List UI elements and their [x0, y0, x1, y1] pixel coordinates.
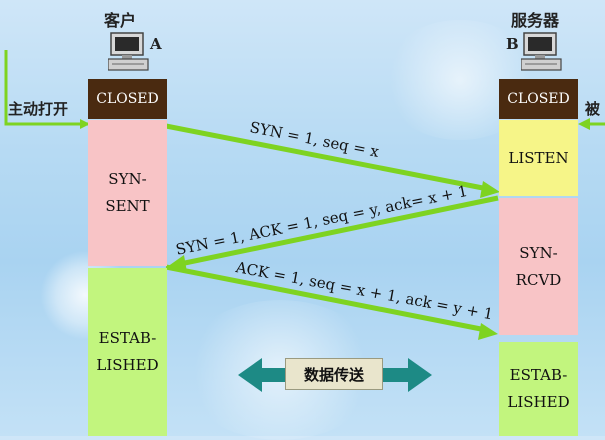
computer-icon	[108, 32, 149, 71]
computer-icon	[521, 32, 562, 71]
data-transfer-label: 数据传送	[285, 358, 383, 390]
server-syn-rcvd-line-1: SYN-	[519, 243, 558, 262]
active-open-label: 主动打开	[8, 100, 69, 118]
server-id-label: B	[506, 35, 519, 53]
transfer-arrow-right	[381, 358, 432, 392]
client-state-syn-sent: SYN- SENT	[88, 120, 167, 266]
server-state-closed-text: CLOSED	[507, 90, 570, 107]
ack-arrow	[165, 264, 487, 333]
server-established-line-1: ESTAB-	[509, 366, 568, 384]
syn-arrow	[165, 123, 489, 192]
client-state-closed: CLOSED	[88, 79, 167, 119]
server-title: 服务器	[511, 11, 560, 30]
server-state-established: ESTAB- LISHED	[499, 342, 578, 436]
server-state-syn-rcvd: SYN- RCVD	[499, 198, 578, 335]
ack-arrowhead	[478, 323, 498, 340]
client-state-closed-text: CLOSED	[96, 90, 159, 107]
client-id-label: A	[150, 35, 162, 53]
active-open-line	[4, 50, 90, 129]
client-established-line-1: ESTAB-	[98, 329, 157, 347]
server-state-listen: LISTEN	[499, 120, 578, 196]
client-syn-sent-line-1: SYN-	[108, 170, 147, 188]
server-state-listen-text: LISTEN	[508, 148, 569, 167]
client-title: 客户	[104, 11, 137, 30]
server-syn-rcvd-line-2: RCVD	[515, 270, 562, 289]
client-state-established: ESTAB- LISHED	[88, 268, 167, 436]
passive-open-arrowhead	[578, 118, 590, 130]
client-established-line-2: LISHED	[96, 356, 159, 374]
syn-ack-arrow	[179, 195, 499, 267]
server-established-line-2: LISHED	[507, 393, 570, 411]
syn-arrowhead	[480, 181, 500, 198]
transfer-arrow-left	[238, 358, 287, 392]
client-syn-sent-line-2: SENT	[105, 197, 150, 215]
server-state-closed: CLOSED	[499, 79, 578, 119]
passive-open-label: 被	[585, 100, 601, 118]
